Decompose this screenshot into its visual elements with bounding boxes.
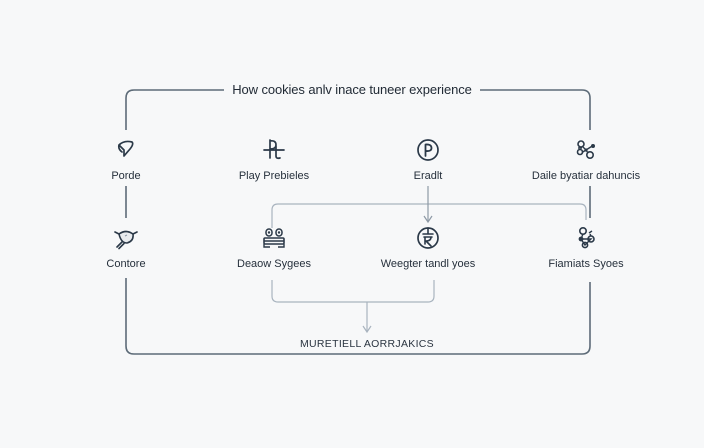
robot-face-icon [263, 228, 285, 248]
bowl-with-handle-icon [114, 230, 138, 250]
node-label: Porde [111, 170, 141, 182]
node-label: Deaow Sygees [237, 258, 311, 270]
node-label: Weegter tandl yoes [380, 258, 476, 270]
node-porde: Porde [56, 136, 196, 182]
arrow-eradlt-head [423, 215, 433, 224]
molecule-cluster-icon [576, 140, 595, 160]
node-play-prebieles: Play Prebieles [204, 136, 344, 182]
diagram-title: How cookies anlv inace tuneer experience [226, 82, 478, 97]
outer-frame-top-right [480, 89, 591, 130]
circled-rupee-icon [417, 227, 439, 249]
node-label: Daile byatiar dahuncis [531, 170, 641, 182]
node-label: Play Prebieles [238, 170, 310, 182]
diagram-footer-label: MURETIELL AORRJAKICS [300, 338, 434, 350]
node-deaow-sygees: Deaow Sygees [204, 224, 344, 270]
node-label: Eradlt [413, 170, 443, 182]
node-fiamiats-syoes: Fiamiats Syoes [516, 224, 656, 270]
node-daile-byatiar: Daile byatiar dahuncis [516, 136, 656, 182]
node-weegter-tandl: Weegter tandl yoes [358, 224, 498, 270]
circled-p-icon [417, 139, 439, 161]
hang-glider-icon [117, 140, 134, 157]
outer-frame-top-left [125, 89, 224, 130]
pe-monogram-icon [263, 139, 285, 160]
inner-bracket-bottom [271, 280, 435, 303]
inner-bracket-top [271, 203, 587, 228]
node-contore: Contore [56, 224, 196, 270]
outer-frame-bottom [125, 278, 591, 355]
node-eradlt: Eradlt [358, 136, 498, 182]
arrow-to-footer-head [362, 325, 372, 334]
node-label: Fiamiats Syoes [548, 258, 624, 270]
network-nodes-icon [578, 226, 595, 249]
node-label: Contore [106, 258, 146, 270]
